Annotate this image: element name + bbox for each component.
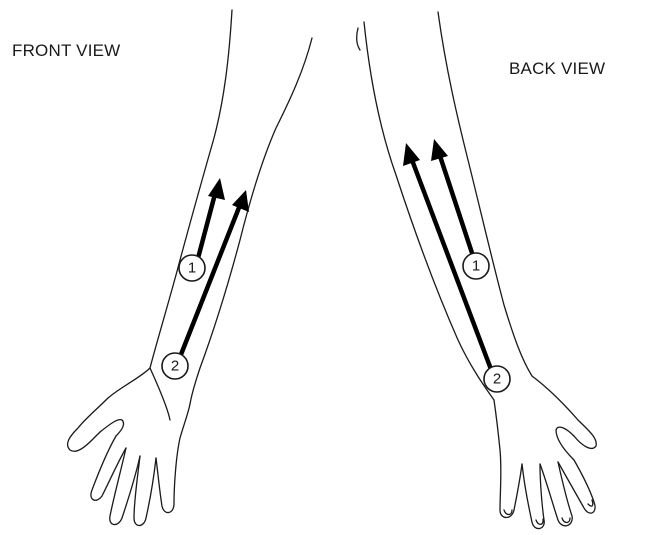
back-nail-middle: [562, 518, 570, 523]
back-nail-little: [504, 510, 512, 515]
back-nail-index: [588, 500, 593, 506]
back-marker-2-text: 2: [493, 371, 501, 388]
back-finger-ring: [522, 464, 544, 529]
front-marker-2-text: 2: [171, 358, 179, 375]
back-thumb: [556, 427, 574, 460]
front-marker-1: 1: [179, 255, 205, 281]
back-marker-1: 1: [463, 253, 489, 279]
back-nail-ring: [536, 519, 543, 524]
back-marker-1-text: 1: [472, 258, 480, 275]
front-thumb: [100, 420, 124, 436]
back-finger-little: [494, 400, 522, 518]
front-finger-middle: [110, 448, 140, 525]
back-arm-right-contour: [438, 12, 596, 448]
back-marker-2: 2: [484, 366, 510, 392]
back-finger-middle: [540, 462, 572, 526]
front-marker-2: 2: [162, 353, 188, 379]
front-finger-little: [156, 404, 190, 513]
back-arm-left-contour: [357, 22, 494, 400]
front-marker-1-text: 1: [188, 260, 196, 277]
